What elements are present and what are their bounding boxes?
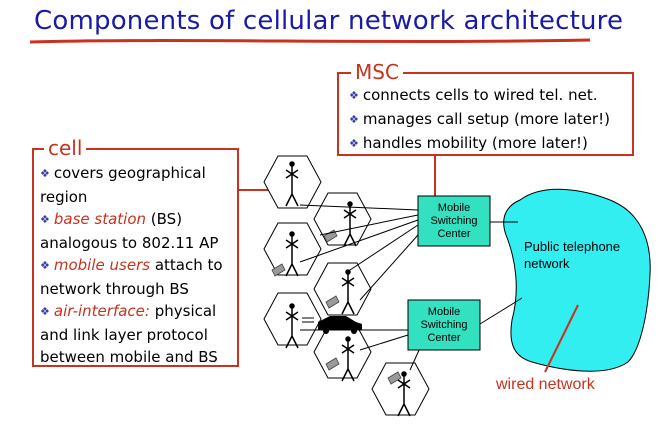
diamond-bullet-icon: ❖	[349, 137, 359, 150]
cell-box-header: cell	[44, 138, 87, 158]
title-underline	[29, 38, 591, 44]
diamond-bullet-icon: ❖	[349, 113, 359, 126]
antenna-icons	[285, 161, 411, 417]
msc-bullet: ❖handles mobility (more later!)	[349, 132, 610, 156]
diamond-bullet-icon: ❖	[40, 167, 50, 180]
cell-hex-5	[263, 292, 322, 346]
antenna-icon	[343, 201, 357, 247]
mobile-phone-icons	[271, 229, 402, 385]
public-network-cloud	[503, 188, 651, 372]
phone-icon	[323, 229, 338, 243]
links-to-msc-1	[299, 204, 419, 301]
msc-bullet: ❖manages call setup (more later!)	[349, 108, 610, 132]
cell-hex-3	[263, 222, 322, 276]
phone-icon	[387, 371, 402, 385]
msc-callout-box: MSC ❖connects cells to wired tel. net. ❖…	[337, 62, 634, 156]
cell-callout-box: cell ❖covers geographical region ❖base s…	[32, 138, 239, 367]
car-icon	[302, 316, 362, 334]
diamond-bullet-icon: ❖	[349, 89, 359, 102]
cell-hex-1	[263, 155, 322, 209]
public-network-label: Public telephone network	[524, 239, 621, 271]
antenna-icon	[397, 371, 411, 417]
antenna-icon	[285, 303, 299, 349]
antenna-icon	[341, 269, 355, 315]
msc-node-1-label: Mobile Switching Center	[430, 202, 478, 240]
msc-box-header: MSC	[351, 62, 403, 82]
antenna-icon	[285, 231, 299, 277]
cell-hex-7	[371, 362, 430, 416]
phone-icon	[271, 263, 286, 277]
links-to-msc-2	[300, 329, 421, 371]
msc-node-2-rect	[407, 299, 481, 351]
diamond-bullet-icon: ❖	[40, 213, 50, 226]
antenna-icon	[285, 161, 299, 207]
msc2-to-network-line	[479, 297, 523, 325]
msc-node-2-label: Mobile Switching Center	[420, 306, 468, 344]
phone-icon	[325, 357, 340, 371]
page-title: Components of cellular network architect…	[34, 6, 624, 36]
msc-bullet: ❖connects cells to wired tel. net.	[349, 84, 610, 108]
antenna-icon	[341, 336, 355, 382]
phone-icon	[325, 295, 340, 309]
wired-network-pointer	[544, 304, 579, 373]
diamond-bullet-icon: ❖	[40, 259, 50, 272]
wired-network-label: wired network	[496, 376, 595, 393]
msc-node-1-rect	[417, 195, 491, 247]
diamond-bullet-icon: ❖	[40, 305, 50, 318]
cell-hex-4	[313, 262, 372, 316]
cell-hex-2	[313, 192, 372, 246]
